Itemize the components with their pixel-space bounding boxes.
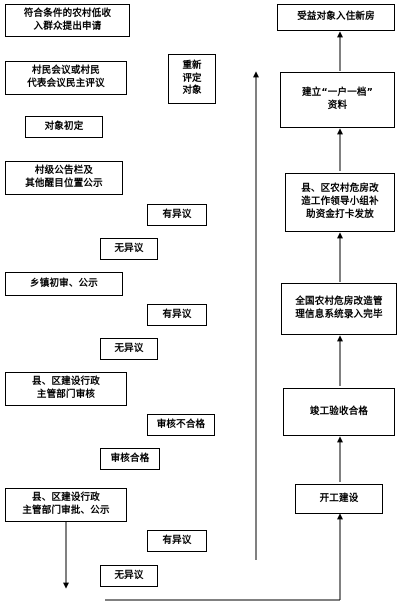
start-build-box: 开工建设 (295, 484, 383, 514)
no-objection-box-2: 无异议 (100, 338, 158, 360)
audit-pass-box: 审核合格 (100, 448, 160, 470)
fund-release-box: 县、区农村危房改 造工作领导小组补 助资金打卡发放 (285, 173, 395, 232)
audit-fail-box: 审核不合格 (147, 414, 215, 436)
county-audit-box: 县、区建设行政 主管部门审核 (5, 372, 127, 406)
democratic-review-box: 村民会议或村民 代表会议民主评议 (5, 61, 127, 95)
objection-box-1: 有异议 (147, 204, 207, 226)
initial-target-box: 对象初定 (25, 116, 103, 138)
township-review-box: 乡镇初审、公示 (5, 272, 123, 296)
apply-box: 符合条件的农村低收 入群众提出申请 (5, 4, 130, 37)
archive-box: 建立“一户一档” 资料 (280, 72, 395, 128)
objection-box-2: 有异议 (147, 304, 207, 326)
re-evaluate-note: 重新 评定 对象 (168, 54, 216, 104)
move-in-box: 受益对象入住新房 (277, 4, 395, 31)
county-approval-box: 县、区建设行政 主管部门审批、公示 (5, 488, 127, 522)
system-register-box: 全国农村危房改造管 理信息系统录入完毕 (281, 283, 397, 335)
acceptance-box: 竣工验收合格 (283, 388, 395, 436)
no-objection-box-3: 无异议 (100, 565, 158, 587)
no-objection-box-1: 无异议 (100, 238, 158, 260)
objection-box-3: 有异议 (147, 530, 207, 552)
village-notice-box: 村级公告栏及 其他醒目位置公示 (5, 161, 123, 195)
